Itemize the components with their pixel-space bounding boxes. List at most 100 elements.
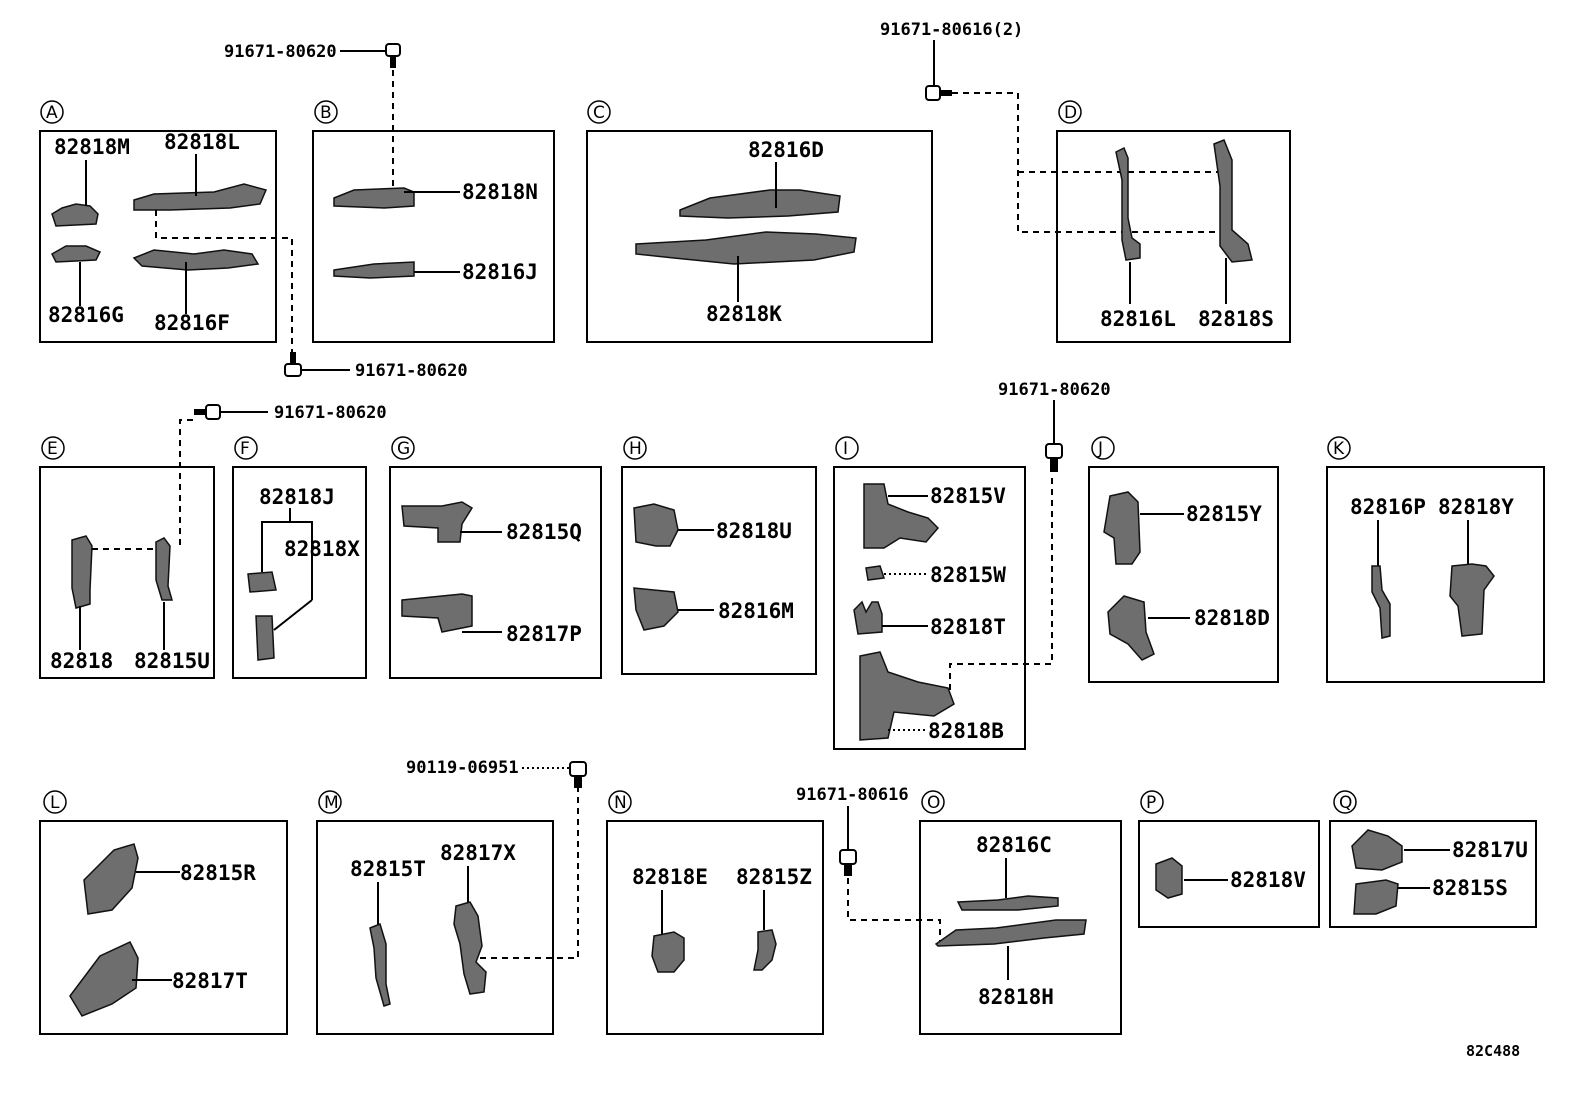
part-82818s-label: 82818S <box>1198 307 1274 331</box>
part-82818x-shape <box>255 615 275 661</box>
group-i: I 82815V 82815W 82818T 82818B <box>833 436 1053 750</box>
part-82818v-label: 82818V <box>1230 868 1306 892</box>
part-82817p-shape <box>401 593 473 633</box>
group-p-label: P <box>1146 793 1156 813</box>
bolt-1: 91671-80620 <box>224 42 401 186</box>
group-g-label: G <box>397 439 410 459</box>
part-82818n-shape <box>333 187 415 209</box>
group-g: G 82815Q 82817P <box>389 436 602 679</box>
part-82818t-shape <box>853 600 883 635</box>
part-82818s-shape <box>1213 139 1253 263</box>
part-82818y-shape <box>1449 563 1495 637</box>
part-82818d-label: 82818D <box>1194 606 1270 630</box>
part-82815s-shape <box>1353 879 1399 915</box>
part-82815q-label: 82815Q <box>506 520 582 544</box>
part-82818j-shape <box>247 571 277 593</box>
part-82818h-label: 82818H <box>978 985 1054 1009</box>
group-c: C 82816D 82818K <box>586 100 933 343</box>
part-82817u-label: 82817U <box>1452 838 1528 862</box>
part-82815s-label: 82815S <box>1432 876 1508 900</box>
part-82816f-shape <box>132 249 260 271</box>
bolt-3-label: 91671-80616(2) <box>880 20 1023 40</box>
group-a: A 82818M 82818L 82816G 82816F <box>39 100 293 352</box>
part-82815w-label: 82815W <box>930 563 1006 587</box>
part-82818y-label: 82818Y <box>1438 495 1514 519</box>
bolt-7-label: 91671-80616 <box>796 785 909 805</box>
part-82815r-label: 82815R <box>180 861 256 885</box>
group-o: O 82816C 82818H <box>919 790 1122 1035</box>
diagram-ref: 82C488 <box>1466 1042 1520 1060</box>
group-k: K 82816P 82818Y <box>1326 436 1545 683</box>
group-a-label: A <box>46 103 58 123</box>
group-c-label: C <box>593 103 605 123</box>
bolt-6-label: 90119-06951 <box>406 758 519 778</box>
group-n-label: N <box>614 793 627 813</box>
part-82815u-label: 82815U <box>134 649 210 673</box>
part-82815y-label: 82815Y <box>1186 502 1262 526</box>
part-82818k-label: 82818K <box>706 302 782 326</box>
group-e-label: E <box>47 439 58 459</box>
part-82818u-label: 82818U <box>716 519 792 543</box>
group-i-label: I <box>843 439 848 459</box>
part-82818k-shape <box>635 231 857 265</box>
part-82816c-shape <box>956 895 1059 911</box>
bolt-5-label: 91671-80620 <box>998 380 1111 400</box>
group-o-label: O <box>927 793 940 813</box>
part-82818h-shape <box>934 919 1087 947</box>
group-e: E 82818 82815U <box>39 419 215 679</box>
part-82816d-shape <box>679 189 841 219</box>
part-82818v-shape <box>1155 857 1183 899</box>
part-82817p-label: 82817P <box>506 622 582 646</box>
part-82818x-label: 82818X <box>284 537 360 561</box>
part-82816j-shape <box>333 261 415 279</box>
part-82815z-shape <box>753 929 777 971</box>
part-82818l-label: 82818L <box>164 130 240 154</box>
bolt-6: 90119-06951 <box>406 758 587 788</box>
group-p: P 82818V <box>1138 790 1320 928</box>
part-82816l-shape <box>1115 146 1141 261</box>
group-j-label: J <box>1097 439 1103 459</box>
bolt-2: 91671-80620 <box>284 352 468 381</box>
part-82816g-shape <box>51 245 102 263</box>
part-82816m-label: 82816M <box>718 599 794 623</box>
group-d: D 82816L 82818S <box>1056 100 1291 343</box>
group-b-label: B <box>320 103 332 123</box>
part-82818b-shape <box>859 651 955 741</box>
part-82817x-shape <box>453 901 487 995</box>
group-q: Q 82817U 82815S <box>1329 790 1537 928</box>
part-82815w-shape <box>865 565 886 581</box>
part-82818t-label: 82818T <box>930 615 1006 639</box>
group-d-label: D <box>1064 103 1077 123</box>
part-82818m-label: 82818M <box>54 135 130 159</box>
bolt-3: 91671-80616(2) <box>880 20 1226 233</box>
part-82816c-label: 82816C <box>976 833 1052 857</box>
part-82818d-shape <box>1107 595 1155 661</box>
part-82817t-shape <box>69 941 139 1017</box>
bolt-4: 91671-80620 <box>194 403 387 423</box>
part-82816d-label: 82816D <box>748 138 824 162</box>
part-82817t-label: 82817T <box>172 969 248 993</box>
part-82817u-shape <box>1351 829 1403 871</box>
part-82815v-shape <box>863 483 940 549</box>
group-m-label: M <box>324 793 339 813</box>
part-82816m-shape <box>633 587 679 631</box>
part-82815t-label: 82815T <box>350 857 426 881</box>
group-j: J 82815Y 82818D <box>1088 436 1279 683</box>
part-82818m-shape <box>51 203 99 227</box>
part-82818n-label: 82818N <box>462 180 538 204</box>
group-q-label: Q <box>1339 793 1352 813</box>
group-f: F 82818J 82818X <box>232 436 367 679</box>
part-82818l-shape <box>133 183 268 211</box>
bolt-2-label: 91671-80620 <box>355 361 468 381</box>
group-l: L 82815R 82817T <box>39 790 288 1035</box>
part-82815r-shape <box>83 843 139 915</box>
part-82816j-label: 82816J <box>462 260 538 284</box>
bolt-1-label: 91671-80620 <box>224 42 337 62</box>
part-82815v-label: 82815V <box>930 484 1006 508</box>
part-82818b-label: 82818B <box>928 719 1004 743</box>
part-82816p-label: 82816P <box>1350 495 1426 519</box>
group-k-label: K <box>1333 439 1345 459</box>
part-82815z-label: 82815Z <box>736 865 812 889</box>
part-82816l-label: 82816L <box>1100 307 1176 331</box>
